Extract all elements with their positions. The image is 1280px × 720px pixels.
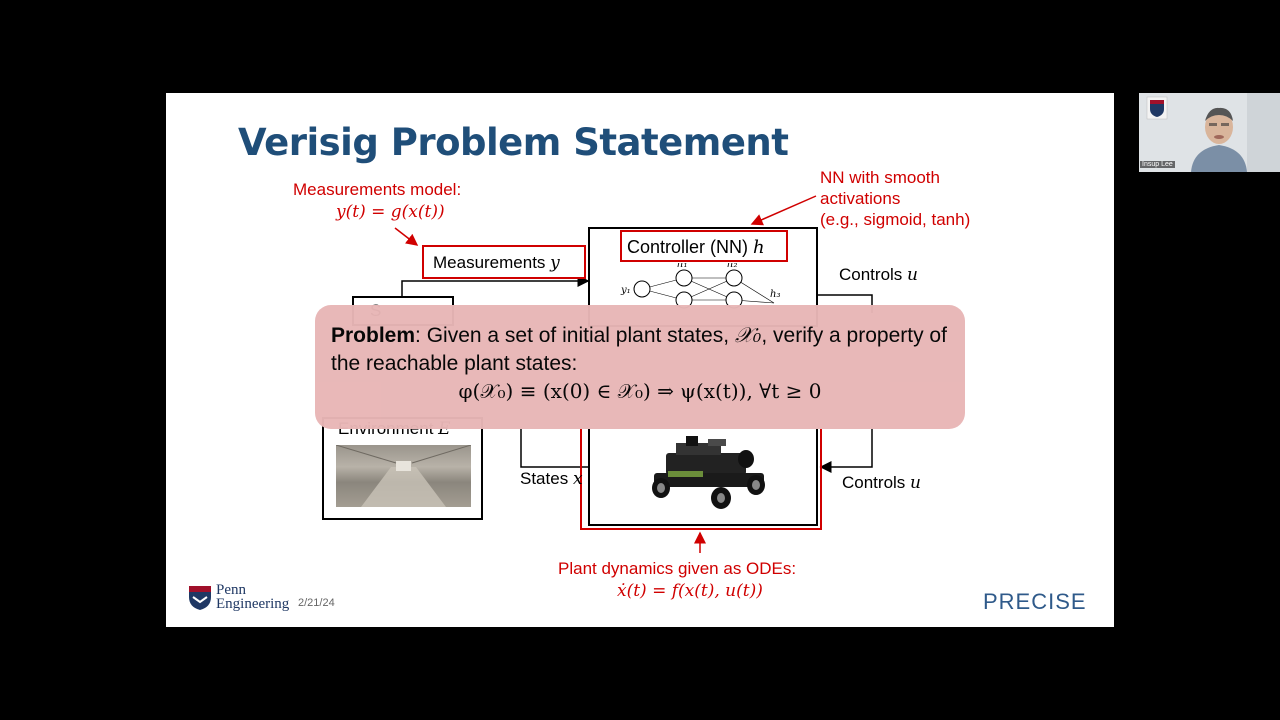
controls-bottom-text: Controls — [842, 473, 906, 492]
nn-note-line-1: NN with smooth — [820, 168, 940, 187]
controls-top-symbol: u — [907, 265, 918, 285]
measurements-model-equation: y(t) = g(x(t)) — [336, 202, 445, 222]
hallway-perspective — [335, 444, 472, 507]
penn-logo-text: Penn Engineering — [216, 582, 290, 612]
measurements-label-text: Measurements — [433, 253, 546, 272]
states-line — [520, 429, 588, 468]
slide-title: Verisig Problem Statement — [238, 121, 789, 164]
controls-bottom-symbol: u — [910, 473, 921, 493]
problem-bold-label: Problem — [331, 324, 416, 347]
states-symbol: x — [572, 469, 583, 489]
robot-car-image — [652, 436, 765, 509]
plant-note-label: Plant dynamics given as ODEs: — [558, 559, 797, 578]
problem-symbol: 𝒳₀ — [734, 323, 762, 347]
problem-text: Problem: Given a set of initial plant st… — [331, 321, 951, 378]
controller-label: Controller (NN) h — [627, 237, 765, 258]
nn-node-h2: h₂ — [727, 263, 737, 270]
controller-label-text: Controller (NN) — [627, 237, 749, 257]
measurements-box: Measurements y — [422, 245, 586, 279]
nn-note-line-3: (e.g., sigmoid, tanh) — [820, 210, 971, 229]
measurements-symbol: y — [550, 253, 560, 273]
problem-overlay: Problem: Given a set of initial plant st… — [315, 305, 965, 429]
measurements-pointer-arrow — [394, 227, 419, 246]
webcam-thumbnail[interactable]: Insup Lee — [1139, 93, 1280, 172]
precise-logo: PRECISE — [983, 589, 1087, 614]
controls-top-text: Controls — [839, 265, 903, 284]
controls-top-label: Controls u — [839, 265, 918, 285]
penn-shield-icon — [188, 585, 212, 616]
problem-formula: φ(𝒳₀) ≡ (x(0) ∈ 𝒳₀) ⇒ ψ(x(t)), ∀t ≥ 0 — [458, 379, 822, 403]
hallway-image — [335, 444, 472, 507]
controller-symbol: h — [753, 237, 765, 258]
problem-text-1: : Given a set of initial plant states, — [415, 324, 735, 347]
nn-node-h3: h₃ — [770, 289, 780, 300]
nn-node-h1: h₁ — [677, 263, 687, 270]
measurements-model-label: Measurements model: — [293, 180, 462, 199]
measurements-label: Measurements y — [433, 253, 560, 273]
controls-bottom-label: Controls u — [842, 473, 921, 493]
controller-label-box: Controller (NN) h — [620, 230, 788, 262]
nn-note-pointer-arrow — [750, 195, 817, 226]
nn-node-y1: y₁ — [620, 285, 631, 296]
states-text: States — [520, 469, 569, 488]
webcam-name-tag: Insup Lee — [1140, 161, 1175, 168]
nn-graphic: y₁ h₁ h₂ h₃ — [620, 263, 780, 309]
nn-note: NN with smooth activations (e.g., sigmoi… — [820, 167, 970, 230]
plant-note-equation: ẋ(t) = f(x(t), u(t)) — [617, 581, 763, 601]
diagram-arrows — [394, 195, 873, 553]
sensor-to-measurements-arrow — [401, 275, 590, 298]
speaker-video — [1139, 93, 1280, 172]
slide-date: 2/21/24 — [298, 597, 335, 609]
slide: Verisig Problem Statement Measurements m… — [166, 93, 1114, 627]
states-label: States x — [520, 469, 583, 489]
controls-bottom-arrow — [819, 429, 873, 473]
problem-text-2: , verify a property of the reachable pla… — [331, 324, 947, 375]
plant-highlight-box — [580, 429, 822, 530]
nn-note-line-2: activations — [820, 189, 901, 208]
